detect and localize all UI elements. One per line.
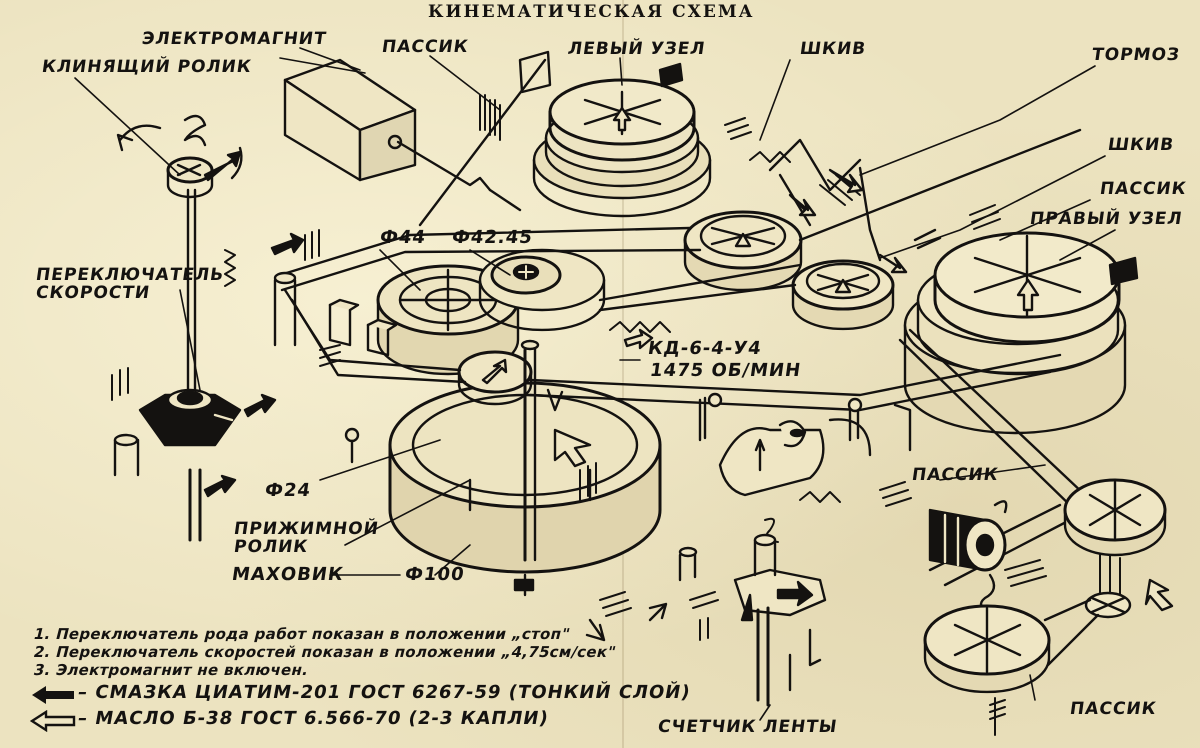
label-speed-switch-1: ПЕРЕКЛЮЧАТЕЛЬ [34,265,226,285]
tension-roller [928,500,1008,614]
springs-and-hatches [111,94,1121,736]
legend-oil: – МАСЛО Б-38 ГОСТ 6.566-70 (2-3 КАПЛИ) [76,708,551,729]
diagram-title: КИНЕМАТИЧЕСКАЯ СХЕМА [428,2,755,22]
electromagnet-block [283,58,522,212]
label-tape-counter: СЧЕТЧИК ЛЕНТЫ [656,717,839,737]
belts [278,58,1087,587]
legend-lubricant: – СМАЗКА ЦИАТИМ-201 ГОСТ 6267-59 (ТОНКИЙ… [76,682,693,703]
label-pinch-roller-2: РОЛИК [232,537,310,557]
label-pulley-right: ШКИВ [1106,135,1176,155]
label-pulley-top: ШКИВ [798,39,868,59]
label-speed-switch-2: СКОРОСТИ [34,283,152,303]
note-2: 2. Переключатель скоростей показан в пол… [31,643,618,661]
label-right-unit: ПРАВЫЙ УЗЕЛ [1028,209,1184,229]
label-d100: Ф100 [403,564,466,585]
label-belt-lower: ПАССИК [910,465,1000,485]
wedge-roller [116,114,243,422]
label-d44: Ф44 [378,227,428,248]
label-motor-model: КД-6-4-У4 [646,338,764,359]
leader-lines [74,47,1116,721]
paper-fold [622,0,624,748]
outline-arrow-icon [30,710,76,732]
speed-switch [113,388,277,542]
brake-mechanism [768,138,942,274]
label-motor-rpm: 1475 ОБ/МИН [648,360,803,381]
label-belt-top: ПАССИК [380,37,470,57]
pinch-lever [344,392,912,497]
filled-arrow-icon [32,686,74,704]
label-flywheel: МАХОВИК [230,564,346,585]
right-reel-unit [903,231,1139,435]
label-wedge-roller: КЛИНЯЩИЙ РОЛИК [40,57,254,77]
note-1: 1. Переключатель рода работ показан в по… [31,625,572,643]
capstan-pulley [457,339,540,562]
label-belt-right: ПАССИК [1098,179,1188,199]
label-d4245: Ф42.45 [450,227,535,248]
note-3: 3. Электромагнит не включен. [31,661,311,679]
posts [273,271,398,357]
label-electromagnet: ЭЛЕКТРОМАГНИТ [140,29,328,49]
tape-counter-unit [678,533,827,707]
left-reel-unit [518,50,712,218]
label-d24: Ф24 [263,480,313,501]
label-pinch-roller-1: ПРИЖИМНОЙ [232,519,381,539]
label-left-unit: ЛЕВЫЙ УЗЕЛ [566,39,707,59]
label-brake: ТОРМОЗ [1090,45,1182,65]
label-belt-bottom: ПАССИК [1068,699,1158,719]
bottom-right-pulleys [923,478,1174,694]
upper-pulley-1 [683,210,803,292]
upper-pulley-2 [791,259,895,331]
direction-arrows [270,232,668,642]
